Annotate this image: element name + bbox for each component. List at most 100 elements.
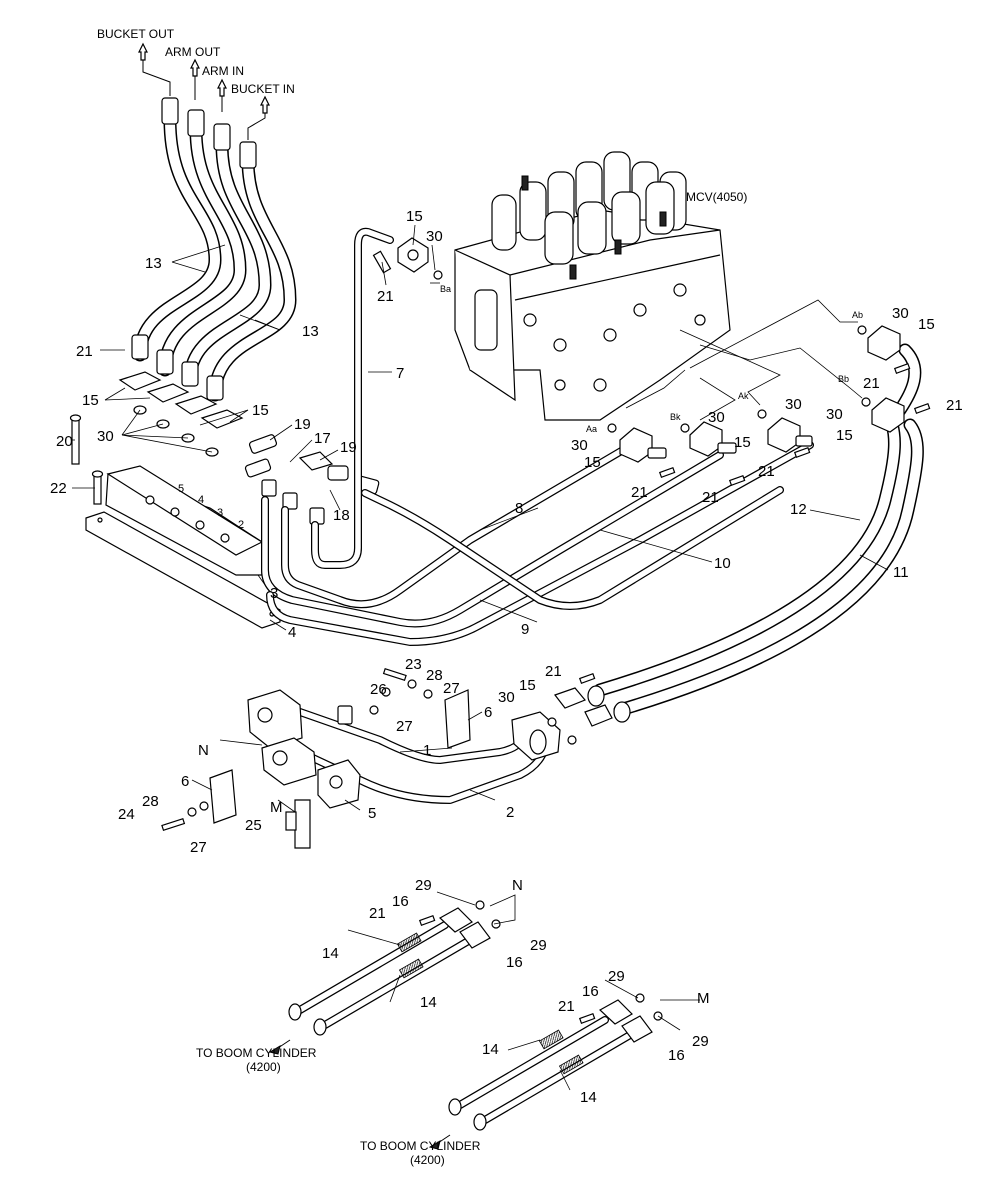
callout-27: 27 [396, 718, 413, 735]
callout-21: 21 [369, 905, 386, 922]
callout-15: 15 [584, 454, 601, 471]
callout-20: 20 [56, 433, 73, 450]
callout-27: 27 [443, 680, 460, 697]
hoses-11-12 [593, 343, 924, 717]
manifold-port-2: 2 [238, 519, 244, 531]
callout-numbers: 13 13 21 15 15 30 20 22 19 17 19 18 3 4 … [50, 208, 963, 1106]
callout-1: 1 [423, 742, 431, 759]
callout-27: 27 [190, 839, 207, 856]
callout-3: 3 [270, 585, 278, 602]
manifold-port-5: 5 [178, 483, 184, 495]
callout-9: 9 [521, 621, 529, 638]
callout-11: 11 [893, 564, 909, 581]
port-label-bk: Bk [670, 412, 681, 422]
caption-to-boom-cylinder-1: TO BOOM CYLINDER [196, 1046, 317, 1060]
callout-21: 21 [702, 489, 719, 506]
callout-7: 7 [396, 365, 404, 382]
boom-pipe-assembly [161, 667, 631, 849]
port-label-aa: Aa [586, 424, 597, 434]
callout-4: 4 [288, 624, 296, 641]
port-leaders [430, 282, 863, 421]
callout-15: 15 [836, 427, 853, 444]
pipe-lines [261, 227, 814, 646]
callout-29: 29 [608, 968, 625, 985]
callout-15: 15 [82, 392, 99, 409]
callout-16: 16 [392, 893, 409, 910]
callout-2: 2 [506, 804, 514, 821]
flange-stack-left [118, 371, 244, 457]
callout-29: 29 [692, 1033, 709, 1050]
callout-30: 30 [97, 428, 114, 445]
caption-bucket-out: BUCKET OUT [97, 27, 175, 41]
callout-n: N [512, 877, 523, 894]
callout-16: 16 [582, 983, 599, 1000]
callout-16: 16 [506, 954, 523, 971]
callout-25: 25 [245, 817, 262, 834]
arm-out-arrow [190, 58, 200, 100]
callout-5: 5 [368, 805, 376, 822]
callout-15: 15 [734, 434, 751, 451]
callout-13: 13 [302, 323, 319, 340]
callout-15: 15 [918, 316, 935, 333]
boom-hoses-n [268, 900, 501, 1055]
bucket-out-arrow [138, 42, 171, 96]
direction-arrows [138, 42, 270, 140]
callout-15: 15 [252, 402, 269, 419]
callout-16: 16 [668, 1047, 685, 1064]
arm-in-arrow [217, 78, 227, 112]
callout-30: 30 [785, 396, 802, 413]
callout-28: 28 [142, 793, 159, 810]
callout-30: 30 [426, 228, 443, 245]
manifold-port-4: 4 [198, 494, 204, 506]
callout-28: 28 [426, 667, 443, 684]
callout-21: 21 [545, 663, 562, 680]
callout-21: 21 [863, 375, 880, 392]
callout-m: M [270, 799, 283, 816]
boom-hoses-m [428, 993, 663, 1150]
port-label-bb: Bb [838, 374, 849, 384]
captions: BUCKET OUT ARM OUT ARM IN BUCKET IN TO B… [97, 27, 481, 1167]
callout-26: 26 [370, 681, 387, 698]
caption-arm-in: ARM IN [202, 64, 244, 78]
callout-17: 17 [314, 430, 331, 447]
callout-21: 21 [377, 288, 394, 305]
callout-19: 19 [294, 416, 311, 433]
mcv-valve-block: MCV(4050) [454, 151, 747, 421]
callout-6: 6 [484, 704, 492, 721]
callout-23: 23 [405, 656, 422, 673]
callout-14: 14 [420, 994, 437, 1011]
callout-14: 14 [580, 1089, 597, 1106]
callout-12: 12 [790, 501, 807, 518]
caption-to-boom-cylinder-2-code: (4200) [410, 1153, 445, 1167]
callout-n: N [198, 742, 209, 759]
bucket-in-arrow [247, 95, 270, 140]
callout-22: 22 [50, 480, 67, 497]
callout-18: 18 [333, 507, 350, 524]
port-label-ba: Ba [440, 284, 451, 294]
port-label-ab: Ab [852, 310, 863, 320]
callout-30: 30 [708, 409, 725, 426]
callout-15: 15 [519, 677, 536, 694]
caption-to-boom-cylinder-2: TO BOOM CYLINDER [360, 1139, 481, 1153]
callout-8: 8 [515, 500, 523, 517]
callout-29: 29 [415, 877, 432, 894]
port-label-ak: Ak [738, 391, 749, 401]
callout-21: 21 [558, 998, 575, 1015]
callout-30: 30 [826, 406, 843, 423]
caption-to-boom-cylinder-1-code: (4200) [246, 1060, 281, 1074]
callout-14: 14 [482, 1041, 499, 1058]
callout-30: 30 [892, 305, 909, 322]
callout-19: 19 [340, 439, 357, 456]
bolts-20-22 [69, 414, 104, 505]
callout-21: 21 [631, 484, 648, 501]
callout-24: 24 [118, 806, 135, 823]
caption-arm-out: ARM OUT [165, 45, 221, 59]
callout-21: 21 [758, 463, 775, 480]
callout-leaders [72, 224, 889, 1091]
port-labels: Ba Ab Bb Ak Bk Aa [440, 284, 863, 434]
callout-14: 14 [322, 945, 339, 962]
manifold-port-3: 3 [217, 507, 223, 519]
mcv-flanges [372, 237, 931, 486]
callout-15: 15 [406, 208, 423, 225]
